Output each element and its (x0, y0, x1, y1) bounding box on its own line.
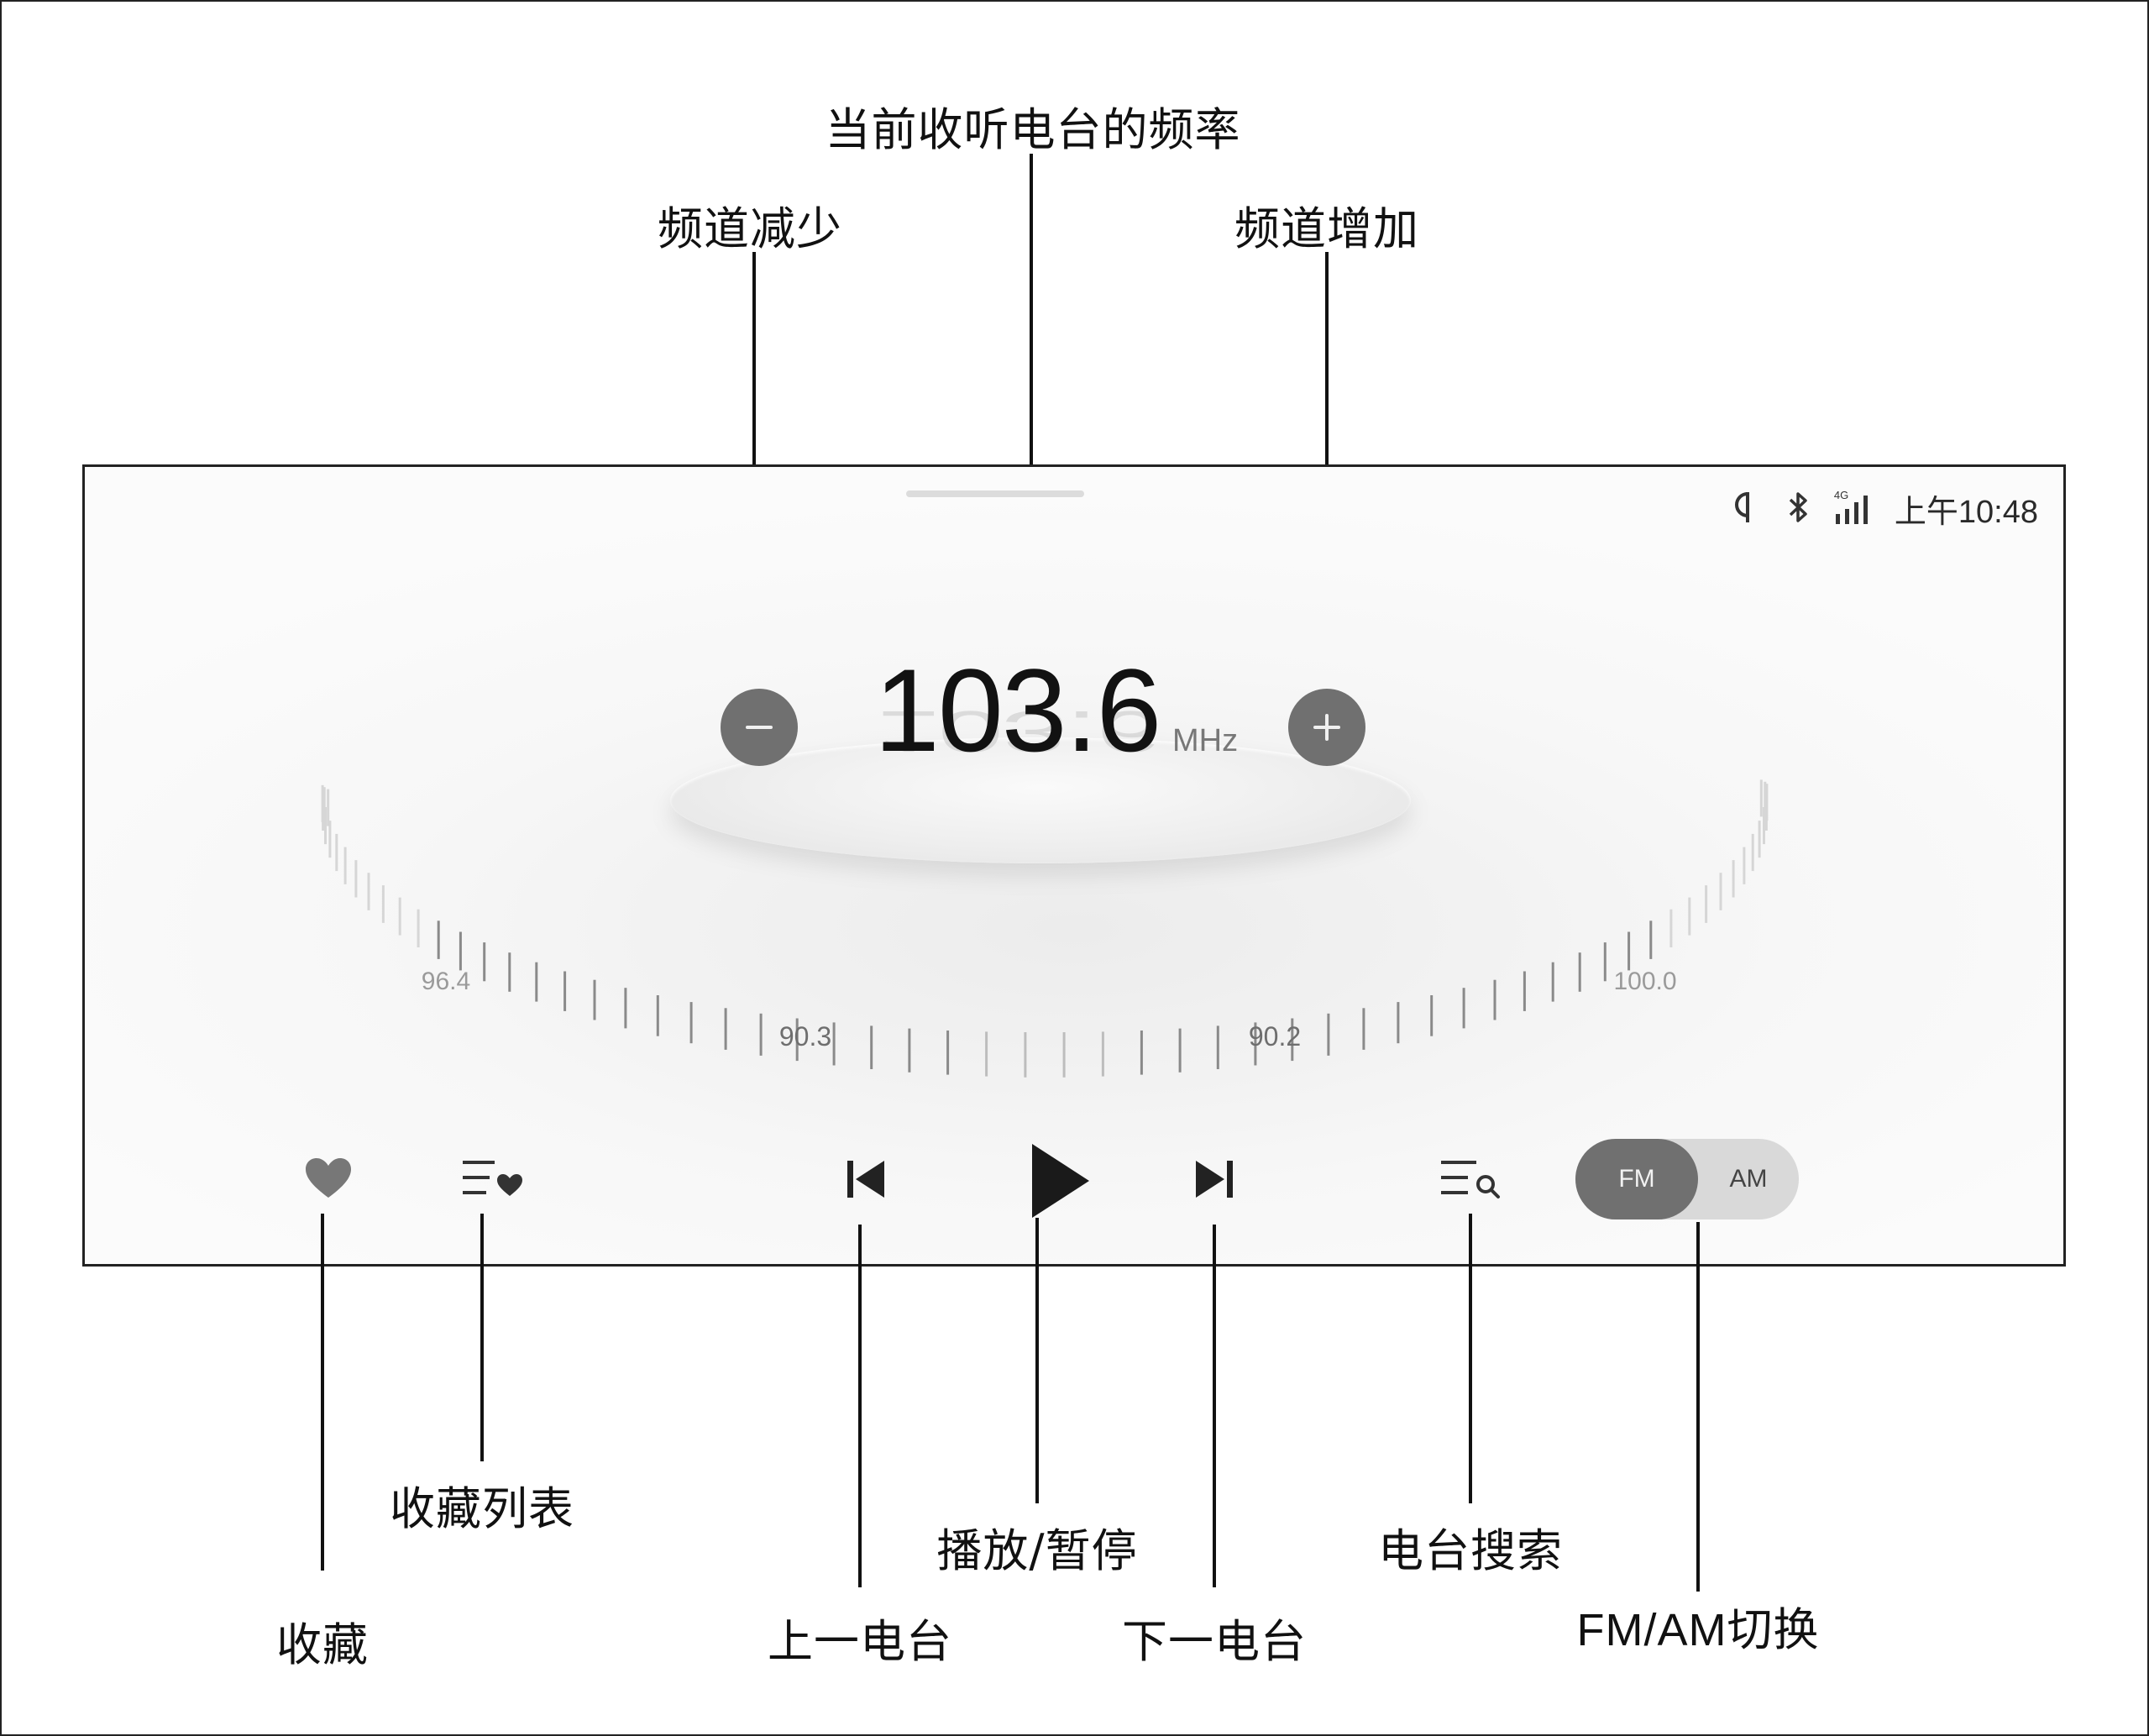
bluetooth-icon (1785, 490, 1811, 527)
skip-next-icon (1196, 1161, 1233, 1198)
signal-label: 4G (1833, 488, 1849, 501)
callout-line-channel-up (1325, 252, 1329, 653)
scale-label-right-near: 90.2 (1248, 1021, 1302, 1052)
skip-previous-icon (847, 1161, 884, 1198)
play-pause-button[interactable] (1009, 1132, 1109, 1230)
scale-label-left-far: 96.4 (421, 968, 471, 995)
status-time: 上午10:48 (1894, 495, 2038, 530)
callout-play-pause: 播放/暂停 (936, 1524, 1138, 1577)
callout-favorites-list: 收藏列表 (390, 1482, 574, 1535)
station-search-button[interactable] (1433, 1149, 1508, 1208)
drag-handle[interactable] (906, 490, 1084, 497)
frequency-pedestal (670, 737, 1411, 863)
callout-line-favorite (321, 1214, 324, 1571)
play-icon (1032, 1144, 1089, 1218)
next-station-button[interactable] (1177, 1147, 1252, 1211)
scale-label-left-near: 90.3 (778, 1021, 832, 1052)
current-frequency: 103.6 (874, 644, 1161, 776)
callout-line-channel-down (752, 252, 756, 653)
band-option-am[interactable]: AM (1729, 1165, 1768, 1193)
list-heart-icon (463, 1161, 522, 1196)
wireless-charging-icon (1733, 490, 1762, 527)
callout-line-prev-station (858, 1225, 862, 1587)
minus-icon (746, 726, 773, 729)
callout-line-favorites-list (480, 1214, 484, 1461)
previous-station-button[interactable] (828, 1147, 904, 1211)
callout-current-frequency: 当前收听电台的频率 (825, 103, 1241, 156)
band-option-fm[interactable]: FM (1575, 1139, 1698, 1219)
favorite-button[interactable] (295, 1149, 362, 1208)
4g-signal-icon: 4G (1833, 488, 1871, 526)
callout-channel-down: 频道减少 (658, 202, 842, 255)
band-toggle[interactable]: FM AM (1575, 1139, 1799, 1219)
callout-prev-station: 上一电台 (768, 1615, 952, 1668)
callout-band-switch: FM/AM切换 (1576, 1605, 1820, 1655)
scale-label-right-far: 100.0 (1613, 968, 1677, 995)
callout-line-band-switch (1696, 1222, 1700, 1592)
callout-channel-up: 频道增加 (1234, 202, 1419, 255)
callout-next-station: 下一电台 (1122, 1615, 1307, 1668)
list-search-icon (1441, 1161, 1500, 1198)
callout-station-search: 电台搜索 (1378, 1524, 1563, 1577)
channel-down-button[interactable] (721, 689, 798, 766)
channel-up-button[interactable] (1288, 689, 1365, 766)
heart-icon (306, 1158, 351, 1198)
favorites-list-button[interactable] (454, 1149, 530, 1208)
radio-screen: 4G 上午10:48 103.6 103.6 MHz 96.4 90.3 90.… (82, 464, 2066, 1267)
callout-favorite: 收藏 (276, 1618, 369, 1671)
tuning-dial[interactable] (85, 467, 2066, 1267)
frequency-unit: MHz (1172, 723, 1239, 758)
callout-line-next-station (1213, 1225, 1216, 1587)
plus-icon (1313, 714, 1340, 741)
callout-line-frequency (1030, 154, 1033, 658)
callout-line-play-pause (1035, 1218, 1039, 1503)
status-bar: 4G 上午10:48 (1733, 485, 2038, 532)
callout-line-station-search (1469, 1214, 1472, 1503)
